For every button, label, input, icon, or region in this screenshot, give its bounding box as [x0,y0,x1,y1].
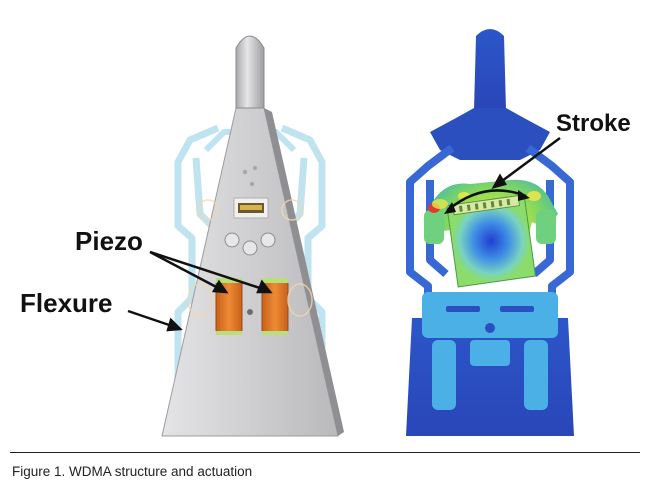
fem-lower-slots [446,306,534,333]
fem-arms [424,210,556,244]
fem-tip [474,29,506,110]
piezo-arrows [149,250,273,294]
fem-view [406,29,574,436]
stroke-double-arrow [447,189,527,211]
flexure-label: Flexure [20,288,113,318]
piezo-right [261,278,289,335]
piezo-left [215,278,243,335]
fem-hot-spots [428,191,541,213]
figure-caption: Figure 1. WDMA structure and actuation [12,464,253,479]
stroke-label: Stroke [556,110,631,137]
slider-edge-highlight [264,108,344,436]
flexure-arrow [127,309,183,332]
slider-vias [242,165,258,187]
fem-slider-displaced [446,194,537,288]
stress-rings [187,199,313,317]
slider-tip [235,35,265,109]
slider-hole [247,309,253,315]
stroke-pointer [491,136,561,189]
stroke-arrowheads [444,190,530,214]
caption-divider [10,452,640,453]
head-window [233,197,269,219]
fem-lower-structure [422,292,558,410]
fem-yoke [430,108,550,160]
structure-view [127,35,344,437]
piezo-label: Piezo [75,226,143,256]
slider-bumps [224,232,276,256]
